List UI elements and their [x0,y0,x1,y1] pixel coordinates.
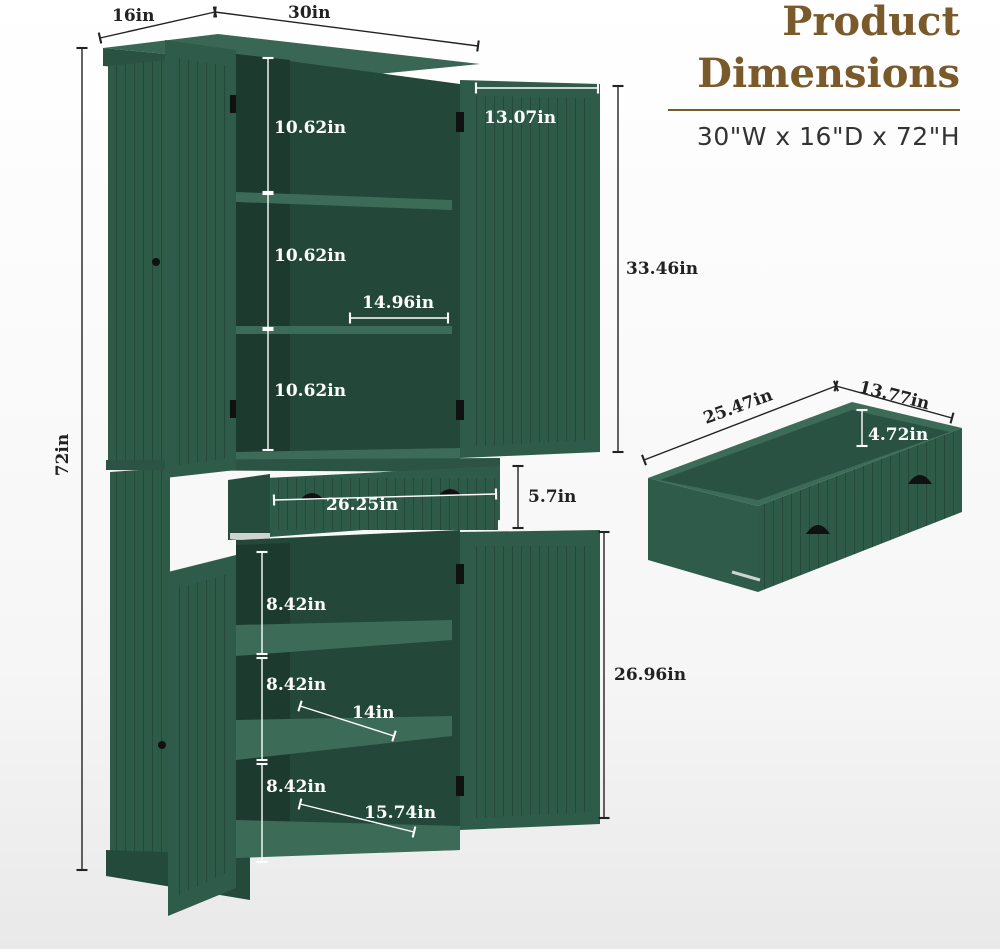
lower-shelf-depth-mid-label: 14in [352,703,394,723]
drawer-detail-handle-left [806,525,830,534]
lower-height-label: 26.96in [614,665,686,685]
lower-shelf-1-label: 8.42in [266,595,326,615]
upper-shelf-3-label: 10.62in [274,381,346,401]
lower-left-door [168,555,236,916]
dimension-lines [76,6,624,872]
drawer-length-label: 25.47in [701,385,776,428]
upper-shelf-1-label: 10.62in [274,118,346,138]
upper-interior [236,54,460,462]
cabinet-side-upper [108,60,170,470]
door-width-label: 13.07in [484,108,556,128]
door-knob-upper [152,258,160,266]
drawer-height-label: 5.7in [528,487,576,507]
cabinet-top [103,34,480,74]
title-line-2: Dimensions [697,50,960,97]
upper-shelf-depth-label: 14.96in [362,293,434,313]
upper-shelf-2 [236,326,452,334]
upper-height-label: 33.46in [626,259,698,279]
height-label: 72in [53,434,73,476]
cabinet-side-lower [110,468,170,880]
title-divider [668,109,960,111]
depth-label: 16in [112,6,154,26]
drawer-height-detail-label: 4.72in [868,425,928,445]
title-line-1: Product [782,0,960,45]
title-product: Product [782,0,960,44]
interior-dimension-lines [256,56,600,864]
drawer-detail-handle-right [908,475,932,484]
lower-shelf-2-label: 8.42in [266,675,326,695]
drawer-width-label: 26.25in [326,495,398,515]
upper-left-door [165,40,236,478]
drawer-dimension-lines [641,380,955,466]
lower-shelf-depth-bottom-label: 15.74in [364,803,436,823]
lower-interior [236,530,460,856]
upper-right-door [456,80,600,458]
lower-shelf-1 [236,620,452,656]
lower-right-door [456,530,600,830]
overall-dimensions-subtitle: 30"W x 16"D x 72"H [696,122,960,151]
upper-shelf-2-label: 10.62in [274,246,346,266]
width-label: 30in [288,3,330,23]
lower-shelf-3-label: 8.42in [266,777,326,797]
lower-floor [236,820,460,858]
upper-shelf-1 [236,192,452,210]
door-knob-lower [158,741,166,749]
pantry-cabinet [103,34,600,916]
